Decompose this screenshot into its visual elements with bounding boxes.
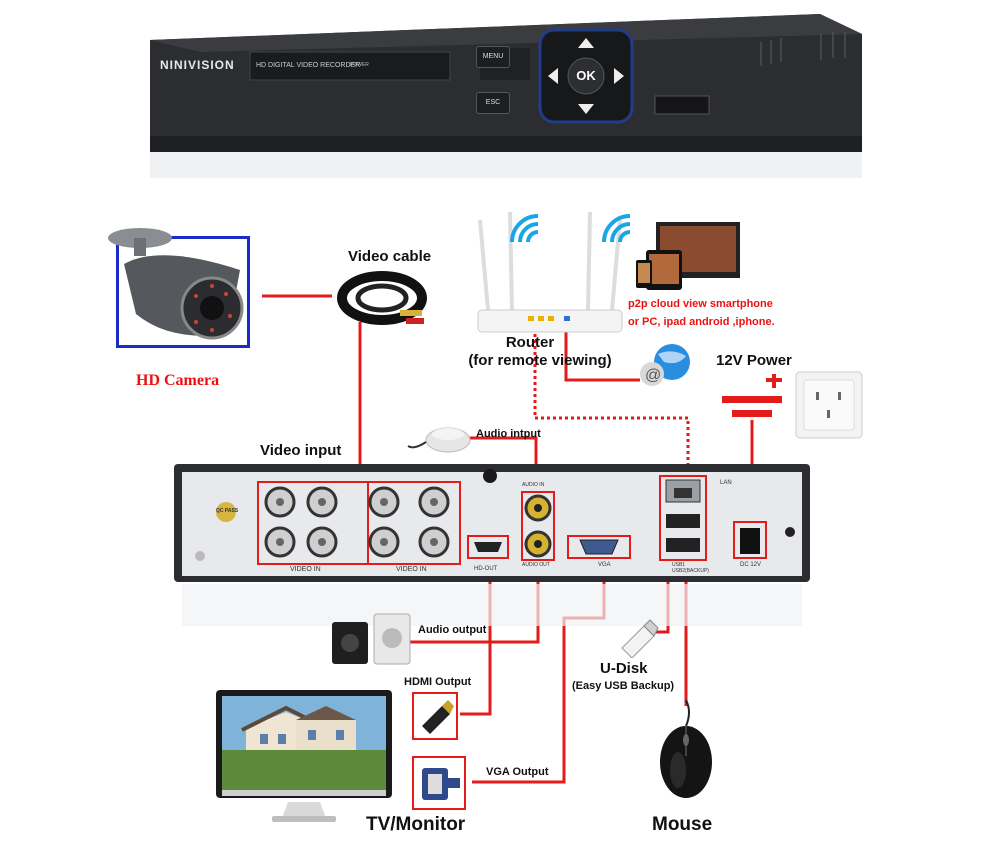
vga-output-label: VGA Output — [486, 766, 549, 778]
audio-output-label: Audio output — [418, 624, 487, 636]
audio-input-label: Audio intput — [476, 428, 541, 440]
video-input-label: Video input — [260, 442, 342, 459]
dvr-front-unit — [150, 14, 862, 178]
microphone-icon — [407, 427, 471, 453]
dpad-control[interactable] — [538, 28, 634, 124]
udisk-subtitle: (Easy USB Backup) — [572, 680, 675, 692]
power-symbol-icon — [722, 374, 782, 417]
mouse-label: Mouse — [652, 814, 713, 835]
dpad-right-icon — [614, 68, 624, 84]
dvr-rear-panel — [174, 464, 810, 626]
monitor-icon — [216, 690, 392, 822]
bullet-camera-icon — [108, 228, 244, 340]
display-window — [249, 51, 451, 81]
router-icon — [477, 211, 623, 333]
p2p-line-1: p2p cloud view smartphone — [628, 298, 773, 310]
dvr-brand-label: NINIVISION — [160, 58, 235, 72]
wifi-icon-left — [510, 214, 539, 243]
dvr-model-label: HD DIGITAL VIDEO RECORDER — [256, 62, 361, 69]
lan-dotted-line — [533, 334, 690, 480]
wifi-icon-right — [602, 214, 631, 243]
audio-out-port-label: AUDIO OUT — [522, 562, 550, 568]
hdmi-output-label: HDMI Output — [404, 676, 472, 688]
dpad-left-icon — [548, 68, 558, 84]
menu-button[interactable]: MENU — [476, 46, 510, 68]
usb2-port-label: USB2(BACKUP) — [672, 568, 709, 574]
wall-socket-icon — [795, 371, 863, 439]
vga-port-label: VGA — [598, 562, 611, 568]
router-subtitle: (for remote viewing) — [468, 352, 612, 369]
router-title: Router — [505, 334, 555, 351]
esc-button[interactable]: ESC — [476, 92, 510, 114]
mouse-icon — [660, 700, 712, 798]
ok-button[interactable]: OK — [576, 68, 596, 83]
video-in-label-1: VIDEO IN — [290, 566, 321, 573]
devices-icon — [636, 222, 740, 290]
power-label: 12V Power — [716, 352, 792, 369]
video-cable-label: Video cable — [348, 248, 432, 265]
internet-globe-icon: @ — [640, 344, 690, 386]
hd-camera-label: HD Camera — [136, 372, 220, 389]
svg-text:@: @ — [645, 367, 661, 384]
usb1-port-label: USB1 — [672, 562, 686, 568]
speakers-icon — [332, 613, 411, 665]
p2p-line-2: or PC, ipad android ,iphone. — [628, 316, 775, 328]
tv-monitor-label: TV/Monitor — [366, 814, 466, 835]
lan-port-label: LAN — [720, 480, 732, 486]
dpad-down-icon — [578, 104, 594, 114]
vga-plug-icon — [422, 768, 460, 800]
video-in-label-2: VIDEO IN — [396, 566, 427, 573]
hdmi-plug-icon — [422, 700, 454, 734]
dvr-power-label: POWER — [350, 62, 369, 68]
router-power-line — [564, 330, 640, 382]
usb-stick-icon — [621, 619, 659, 658]
audio-in-port-label: AUDIO IN — [522, 482, 545, 488]
cable-coil-icon — [337, 271, 427, 325]
dpad-up-icon — [578, 38, 594, 48]
qc-pass-sticker: QC PASS — [216, 508, 239, 514]
dc-port-label: DC 12V — [740, 562, 762, 568]
udisk-title: U-Disk — [600, 660, 648, 677]
camera-frame — [116, 236, 250, 348]
hd-out-port-label: HD-OUT — [474, 566, 498, 572]
